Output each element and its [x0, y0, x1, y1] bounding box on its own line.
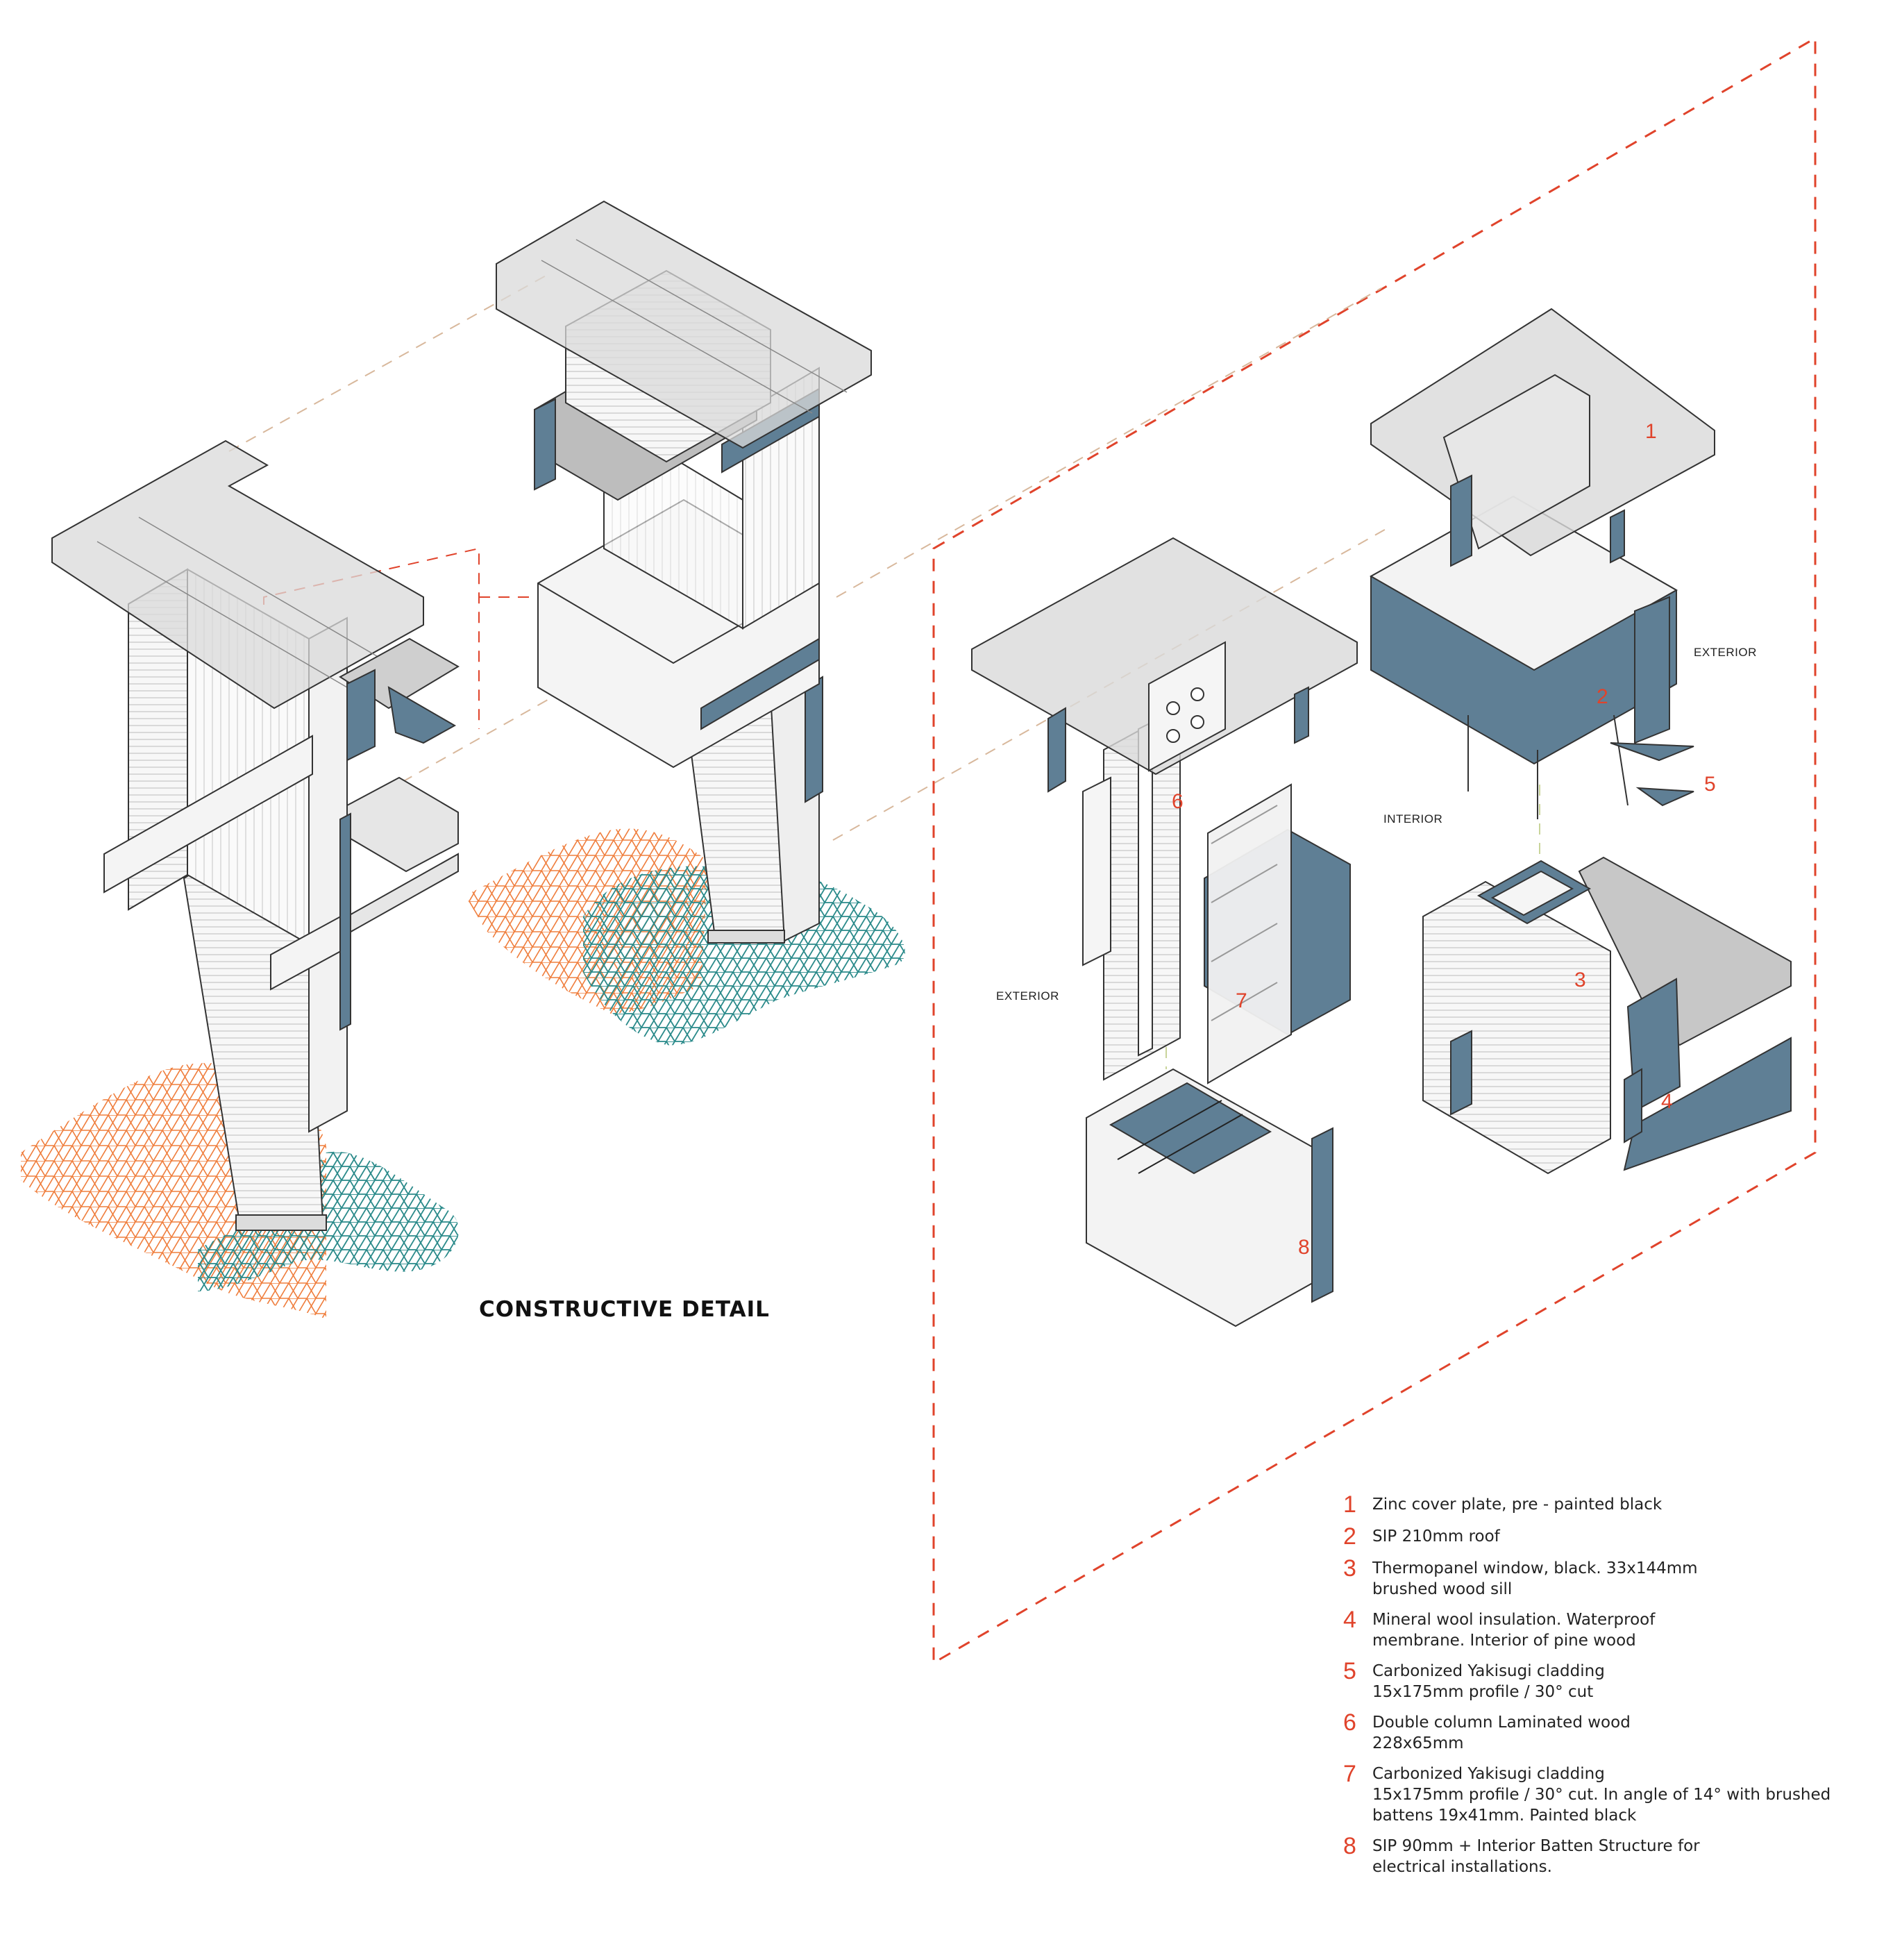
- label-exterior-left: EXTERIOR: [996, 989, 1059, 1003]
- legend-line: Carbonized Yakisugi cladding: [1372, 1765, 1605, 1783]
- component-7-cladding-wall: [1204, 783, 1351, 1084]
- callout-2: 2: [1597, 685, 1608, 708]
- legend: 1 Zinc cover plate, pre - painted black …: [1343, 1493, 1871, 1886]
- legend-number: 7: [1343, 1761, 1356, 1787]
- left-assembly: [21, 439, 460, 1319]
- component-1-2-roof-box: [1369, 308, 1715, 819]
- legend-item-6: 6 Double column Laminated wood 228x65mm: [1343, 1711, 1871, 1754]
- legend-number: 3: [1343, 1555, 1356, 1582]
- callout-5: 5: [1704, 773, 1716, 796]
- legend-item-3: 3 Thermopanel window, black. 33x144mm br…: [1343, 1557, 1871, 1600]
- callout-8: 8: [1298, 1236, 1310, 1259]
- legend-item-4: 4 Mineral wool insulation. Waterproof me…: [1343, 1608, 1871, 1651]
- middle-assembly: [465, 200, 905, 1046]
- callout-4: 4: [1661, 1090, 1673, 1113]
- legend-number: 2: [1343, 1523, 1356, 1550]
- callout-7: 7: [1236, 989, 1247, 1012]
- drawing-title: CONSTRUCTIVE DETAIL: [479, 1297, 770, 1322]
- legend-number: 5: [1343, 1658, 1356, 1684]
- legend-item-7: 7 Carbonized Yakisugi cladding 15x175mm …: [1343, 1762, 1871, 1826]
- legend-line: SIP 210mm roof: [1372, 1527, 1500, 1546]
- dashed-frame-right: [932, 36, 1817, 1665]
- legend-line: 15x175mm profile / 30° cut. In angle of …: [1372, 1786, 1831, 1804]
- legend-line: brushed wood sill: [1372, 1580, 1513, 1598]
- legend-number: 6: [1343, 1709, 1356, 1736]
- legend-number: 1: [1343, 1491, 1356, 1518]
- legend-line: SIP 90mm + Interior Batten Structure for: [1372, 1837, 1700, 1855]
- legend-number: 8: [1343, 1833, 1356, 1859]
- legend-line: Mineral wool insulation. Waterproof: [1372, 1611, 1656, 1629]
- legend-line: Thermopanel window, black. 33x144mm: [1372, 1559, 1698, 1577]
- legend-line: 15x175mm profile / 30° cut: [1372, 1683, 1594, 1701]
- component-8-sip-wall: [1086, 1068, 1333, 1327]
- legend-line: 228x65mm: [1372, 1734, 1464, 1752]
- callout-1: 1: [1645, 420, 1657, 443]
- legend-number: 4: [1343, 1607, 1356, 1633]
- legend-line: Double column Laminated wood: [1372, 1714, 1631, 1732]
- legend-item-5: 5 Carbonized Yakisugi cladding 15x175mm …: [1343, 1659, 1871, 1702]
- legend-item-1: 1 Zinc cover plate, pre - painted black: [1343, 1493, 1871, 1516]
- label-interior: INTERIOR: [1383, 812, 1443, 826]
- callout-6: 6: [1172, 790, 1184, 813]
- legend-item-2: 2 SIP 210mm roof: [1343, 1525, 1871, 1548]
- callout-3: 3: [1574, 969, 1586, 991]
- legend-line: battens 19x41mm. Painted black: [1372, 1807, 1637, 1825]
- label-exterior-right: EXTERIOR: [1694, 646, 1757, 659]
- legend-line: membrane. Interior of pine wood: [1372, 1632, 1636, 1650]
- component-6-column-roof: [971, 537, 1358, 1081]
- component-3-4-window-sill: [1422, 856, 1792, 1175]
- legend-line: Zinc cover plate, pre - painted black: [1372, 1496, 1663, 1514]
- legend-line: Carbonized Yakisugi cladding: [1372, 1662, 1605, 1680]
- legend-item-8: 8 SIP 90mm + Interior Batten Structure f…: [1343, 1834, 1871, 1877]
- legend-line: electrical installations.: [1372, 1858, 1552, 1876]
